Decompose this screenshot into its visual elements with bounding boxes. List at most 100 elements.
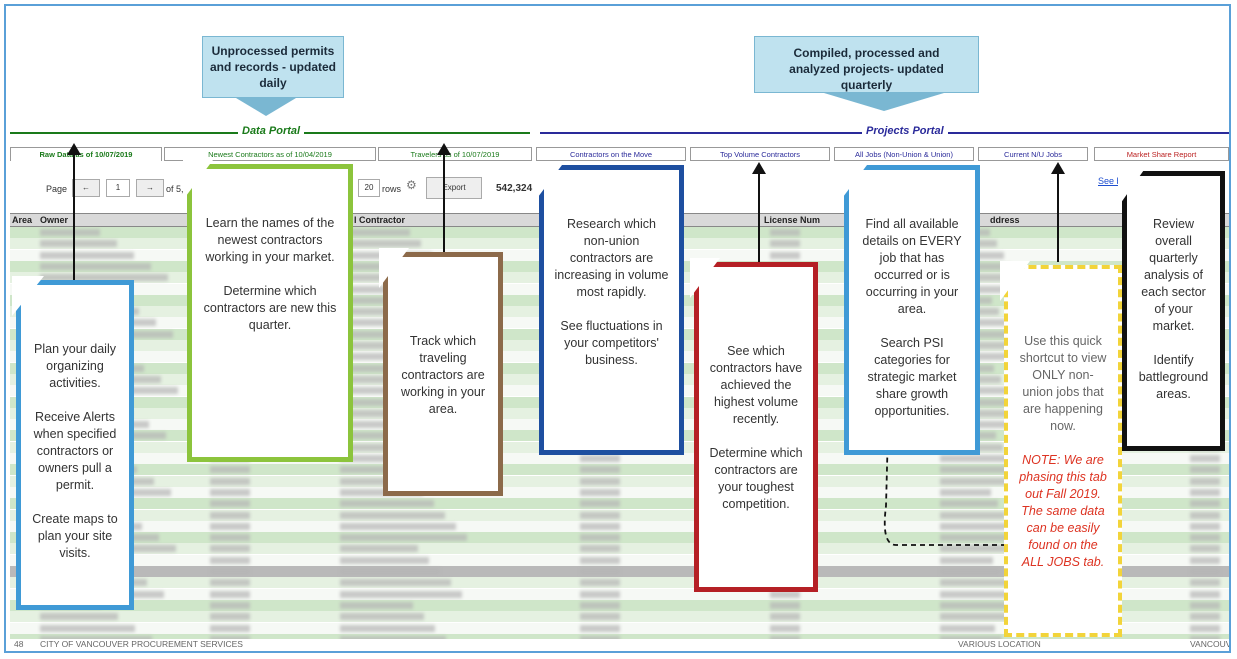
redacted-cell <box>1190 455 1220 462</box>
redacted-cell <box>1190 624 1220 632</box>
redacted-cell <box>340 296 416 304</box>
redacted-cell <box>1190 488 1220 496</box>
redacted-cell <box>940 613 1028 621</box>
redacted-cell <box>1190 534 1220 542</box>
table-row[interactable] <box>10 611 1229 623</box>
redacted-cell <box>940 522 1012 530</box>
redacted-cell <box>210 511 250 519</box>
redacted-cell <box>940 624 995 632</box>
redacted-cell <box>580 511 620 519</box>
prev-page-button[interactable]: ← <box>72 179 100 197</box>
redacted-cell <box>940 285 1025 293</box>
redacted-cell <box>340 421 417 429</box>
redacted-cell <box>940 590 1014 598</box>
redacted-cell <box>580 545 620 553</box>
card-see: See which contractors have achieved the … <box>694 262 818 592</box>
gear-icon[interactable]: ⚙ <box>406 178 417 192</box>
redacted-cell <box>340 240 421 248</box>
redacted-cell <box>340 522 456 530</box>
redacted-cell <box>940 534 1019 542</box>
redacted-cell <box>40 240 117 248</box>
last-row-area: 48 <box>14 639 24 649</box>
redacted-cell <box>940 545 1026 553</box>
redacted-cell <box>340 624 435 632</box>
redacted-cell <box>210 477 250 485</box>
redacted-cell <box>770 240 800 248</box>
redacted-cell <box>580 590 620 598</box>
redacted-cell <box>1190 500 1220 508</box>
redacted-cell <box>940 500 998 508</box>
tab-5[interactable]: All Jobs (Non-Union & Union) <box>834 147 974 161</box>
tab-1[interactable]: Newest Contractors as of 10/04/2019 <box>164 147 376 161</box>
record-count: 542,324 reco <box>496 183 557 194</box>
redacted-cell <box>340 579 451 587</box>
redacted-cell <box>940 579 1007 587</box>
header-address: ddress <box>990 215 1020 225</box>
card-find: Find all available details on EVERY job … <box>844 165 980 455</box>
card-track: Track which traveling contractors are wo… <box>383 252 503 496</box>
tab-2[interactable]: Travelers as of 10/07/2019 <box>378 147 532 161</box>
redacted-cell <box>580 568 620 575</box>
redacted-cell <box>580 579 620 587</box>
redacted-cell <box>210 522 250 530</box>
redacted-cell <box>940 488 991 496</box>
rows-select[interactable]: 20 <box>358 179 380 197</box>
redacted-cell <box>940 342 1020 349</box>
redacted-cell <box>580 534 620 542</box>
redacted-cell <box>580 488 620 496</box>
tab-6[interactable]: Current N/U Jobs <box>978 147 1088 161</box>
redacted-cell <box>40 251 134 259</box>
header-license: License Num <box>764 215 821 225</box>
card-review-fold <box>1118 167 1146 207</box>
next-page-button[interactable]: → <box>136 179 164 197</box>
export-button[interactable]: Export <box>426 177 482 199</box>
see-below-link[interactable]: See belo <box>1098 176 1134 186</box>
screenshot-frame: Unprocessed permits and records - update… <box>4 4 1231 653</box>
redacted-cell <box>340 477 412 485</box>
redacted-cell <box>340 545 418 553</box>
table-row[interactable] <box>10 622 1229 634</box>
card-quick-fold <box>1000 261 1030 301</box>
redacted-cell <box>40 613 118 621</box>
card-learn-fold <box>183 160 213 200</box>
redacted-cell <box>340 613 424 621</box>
redacted-cell <box>210 466 250 474</box>
page-label: Page <box>46 184 68 194</box>
redacted-cell <box>210 579 250 587</box>
redacted-cell <box>1190 511 1220 519</box>
redacted-cell <box>1190 466 1220 474</box>
redacted-cell <box>1190 590 1220 598</box>
rows-label: rows <box>382 184 402 194</box>
tab-3[interactable]: Contractors on the Move <box>536 147 686 161</box>
redacted-cell <box>940 409 1022 417</box>
redacted-cell <box>940 477 1024 485</box>
redacted-cell <box>340 511 445 519</box>
redacted-cell <box>770 601 800 609</box>
page-input[interactable]: 1 <box>106 179 130 197</box>
last-table-row[interactable]: 48 CITY OF VANCOUVER PROCUREMENT SERVICE… <box>10 639 1229 650</box>
redacted-cell <box>580 522 620 530</box>
redacted-cell <box>580 613 620 621</box>
redacted-cell <box>340 353 411 361</box>
card-quick: Use this quick shortcut to view ONLY non… <box>1004 265 1122 637</box>
redacted-cell <box>940 466 1017 474</box>
redacted-cell <box>940 568 1000 575</box>
header-area: Area <box>12 215 33 225</box>
redacted-cell <box>940 511 1005 519</box>
redacted-cell <box>1190 556 1220 564</box>
tab-0[interactable]: Raw Data as of 10/07/2019 <box>10 147 162 161</box>
tab-7[interactable]: Market Share Report <box>1094 147 1229 161</box>
tab-4[interactable]: Top Volume Contractors <box>690 147 830 161</box>
redacted-cell <box>580 455 620 462</box>
redacted-cell <box>1190 568 1220 575</box>
card-find-fold <box>840 161 870 201</box>
card-learn: Learn the names of the newest contractor… <box>187 164 353 462</box>
redacted-cell <box>210 534 250 542</box>
redacted-cell <box>210 556 250 564</box>
redacted-cell <box>340 500 434 508</box>
redacted-cell <box>940 455 1010 462</box>
redacted-cell <box>580 500 620 508</box>
redacted-cell <box>1190 477 1220 485</box>
redacted-cell <box>770 251 800 259</box>
redacted-cell <box>1190 545 1220 553</box>
